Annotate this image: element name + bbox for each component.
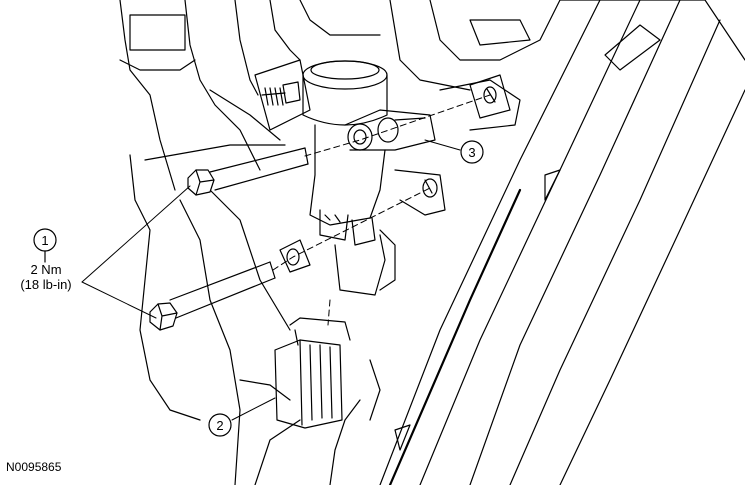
alignment-lines — [272, 94, 491, 326]
callout-balloon-3: 3 — [460, 140, 484, 164]
mounting-bracket — [254, 59, 311, 131]
leader-lines — [81, 139, 461, 421]
bolt-upper — [187, 147, 309, 196]
background-structure — [119, 0, 561, 485]
callout-balloon-2: 2 — [208, 413, 232, 437]
sensor-assembly — [279, 60, 511, 296]
electrical-connector — [274, 317, 351, 429]
callout-1-number: 1 — [41, 233, 48, 248]
torque-metric: 2 Nm — [30, 262, 62, 277]
callout-balloon-1: 1 — [33, 228, 57, 263]
callout-2-number: 2 — [216, 418, 223, 433]
torque-spec-label: 2 Nm (18 lb-in) — [8, 262, 84, 292]
callout-3-number: 3 — [468, 145, 475, 160]
body-panel — [379, 0, 745, 485]
torque-imperial: (18 lb-in) — [20, 277, 72, 292]
bolt-lower — [149, 261, 276, 331]
figure-id: N0095865 — [6, 460, 62, 474]
